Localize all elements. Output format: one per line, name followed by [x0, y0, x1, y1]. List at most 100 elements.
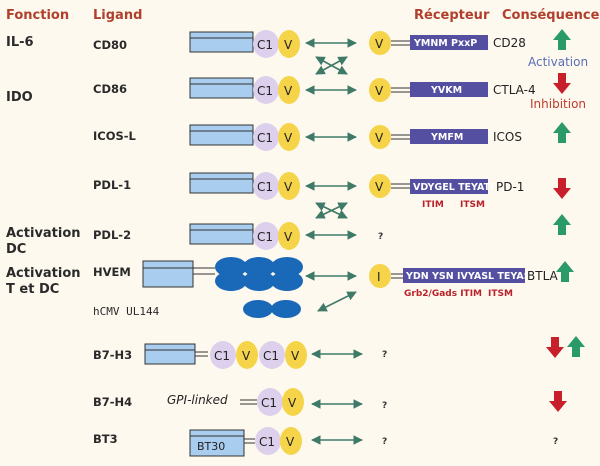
- icos-receptor: V YMFM ICOS: [369, 125, 522, 149]
- cd28-receptor: V YMNM PxxP CD28: [369, 31, 526, 55]
- icosl-ligand-structure: C1 V: [189, 123, 300, 151]
- up-arrow-icon: [553, 214, 571, 235]
- btla-i-domain: I: [377, 270, 381, 284]
- cd86-ligand-structure: C1 V: [189, 76, 300, 104]
- ligand-hvem: HVEM: [93, 265, 131, 279]
- cd86-v-domain: V: [284, 84, 293, 98]
- up-arrow-icon: [556, 261, 574, 282]
- ligand-bt3: BT3: [93, 432, 118, 446]
- bt3-ligand-structure: BT30 C1 V: [189, 427, 302, 457]
- bt3-c1-domain: C1: [259, 435, 275, 449]
- icos-v-domain: V: [375, 131, 384, 145]
- bt3-unknown-receptor: ?: [382, 437, 387, 447]
- header-consequences: Conséquences: [502, 8, 600, 23]
- b7h4-ligand-structure: C1 V: [257, 388, 304, 416]
- header-function: Fonction: [6, 8, 69, 23]
- hcmv-btla-arrow: [317, 291, 357, 312]
- pd1-receptor: V VDYGEL TEYATI PD-1 ITIM ITSM: [369, 174, 524, 210]
- bt3-bt30-domain: BT30: [197, 440, 225, 453]
- ctla4-v-domain: V: [375, 84, 384, 98]
- pdl2-v-domain: V: [284, 230, 293, 244]
- b7h4-c1-domain: C1: [261, 396, 277, 410]
- ligand-b7h3: B7-H3: [93, 348, 132, 362]
- bt3-v-domain: V: [286, 435, 295, 449]
- ligand-cd86: CD86: [93, 82, 127, 96]
- cd80-v-domain: V: [284, 38, 293, 52]
- icos-motif: YMFM: [430, 132, 463, 143]
- up-arrow-icon: [553, 122, 571, 143]
- hvem-crd-6: [271, 271, 303, 291]
- pdl1-ligand-structure: C1 V: [189, 172, 300, 200]
- ctla4-motif: YVKM: [430, 85, 462, 96]
- pdl2-ligand-structure: C1 V: [189, 222, 300, 250]
- hvem-crd-2: [243, 257, 275, 277]
- pd1-motif: VDYGEL TEYATI: [413, 182, 494, 193]
- pdl2-unknown-receptor: ?: [378, 232, 383, 242]
- pdl2-c1-domain: C1: [257, 230, 273, 244]
- hvem-crd-5: [243, 271, 275, 291]
- b7h3-c1-domain-2: C1: [263, 349, 279, 363]
- hvem-crd-1: [215, 257, 247, 277]
- down-arrow-icon: [553, 73, 571, 94]
- cd80-c1-domain: C1: [257, 38, 273, 52]
- hvem-ligand-structure: [142, 257, 303, 291]
- hcmv-ul144-structure: [243, 300, 301, 318]
- ligand-hcmv-ul144: hCMV UL144: [93, 305, 160, 318]
- pd1-itsm-label: ITSM: [460, 200, 485, 210]
- down-arrow-icon: [549, 391, 567, 412]
- pd1-v-domain: V: [375, 180, 384, 194]
- b7h3-v-domain-1: V: [242, 349, 251, 363]
- btla-itsm-label: ITSM: [488, 289, 513, 299]
- ligand-b7h4: B7-H4: [93, 395, 132, 409]
- b7h4-v-domain: V: [288, 396, 297, 410]
- cd80-ligand-structure: C1 V: [189, 30, 300, 58]
- receptor-pd1: PD-1: [496, 180, 524, 194]
- pdl1-c1-domain: C1: [257, 180, 273, 194]
- b7h3-ligand-structure: C1 V C1 V: [144, 341, 307, 369]
- b7h4-unknown-receptor: ?: [382, 401, 387, 411]
- function-il6: IL-6: [6, 35, 34, 50]
- receptor-btla: BTLA: [527, 269, 559, 283]
- up-arrow-icon: [567, 336, 585, 357]
- cd86-c1-domain: C1: [257, 84, 273, 98]
- btla-receptor: I YDN YSN IVYASL TEYASI BTLA Grb2/Gads I…: [369, 264, 559, 299]
- consequence-inhibition: Inhibition: [530, 97, 586, 111]
- pd1-itim-label: ITIM: [422, 200, 444, 210]
- b7h3-unknown-receptor: ?: [382, 350, 387, 360]
- b7h4-gpi-linked-label: GPI-linked: [167, 393, 228, 407]
- ligand-icosl: ICOS-L: [93, 129, 137, 143]
- receptor-ctla4: CTLA-4: [493, 83, 536, 97]
- receptor-icos: ICOS: [493, 130, 522, 144]
- function-activation-tdc-1: Activation: [6, 266, 81, 281]
- b7h3-c1-domain-1: C1: [214, 349, 230, 363]
- header-receptor: Récepteur: [414, 8, 490, 23]
- ligand-pdl1: PDL-1: [93, 178, 131, 192]
- receptor-cd28: CD28: [493, 36, 526, 50]
- function-ido: IDO: [6, 90, 33, 105]
- header-ligand: Ligand: [93, 8, 142, 23]
- bt3-unknown-consequence: ?: [553, 437, 558, 447]
- cross-arrow-pdl2: [315, 202, 348, 219]
- function-activation-tdc-2: T et DC: [6, 282, 59, 297]
- hvem-crd-3: [271, 257, 303, 277]
- up-arrow-icon: [553, 29, 571, 50]
- ligand-pdl2: PDL-2: [93, 228, 131, 242]
- consequence-activation: Activation: [528, 55, 588, 69]
- function-activation-dc-2: DC: [6, 242, 26, 257]
- hvem-crd-4: [215, 271, 247, 291]
- btla-grb2-itim-label: Grb2/Gads ITIM: [404, 289, 482, 299]
- function-activation-dc-1: Activation: [6, 226, 81, 241]
- icosl-v-domain: V: [284, 131, 293, 145]
- pdl1-v-domain: V: [284, 180, 293, 194]
- b7h3-v-domain-2: V: [291, 349, 300, 363]
- ligand-cd80: CD80: [93, 38, 127, 52]
- ctla4-receptor: V YVKM CTLA-4: [369, 78, 536, 102]
- down-arrow-icon: [546, 337, 564, 358]
- down-arrow-icon: [553, 178, 571, 199]
- cd28-motif: YMNM PxxP: [413, 38, 477, 49]
- cd28-v-domain: V: [375, 37, 384, 51]
- btla-motif: YDN YSN IVYASL TEYASI: [405, 271, 534, 282]
- cross-arrow-cd86-cd28: [315, 56, 348, 75]
